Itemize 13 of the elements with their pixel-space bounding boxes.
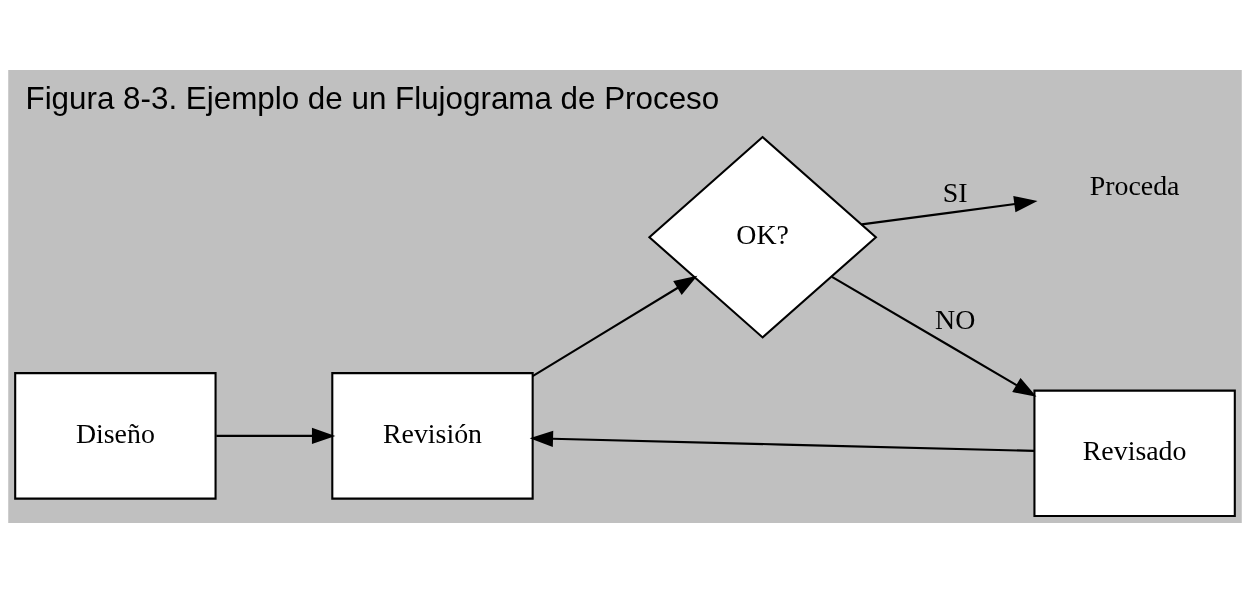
edge-label: NO (935, 303, 976, 335)
arrow (529, 430, 1035, 452)
arrow (532, 275, 698, 377)
diagram-title: Figura 8-3. Ejemplo de un Flujograma de Proceso (25, 80, 720, 116)
node-diamond: OK? (647, 135, 878, 339)
node-box: Diseño (14, 371, 217, 500)
edge-label: SI (942, 176, 968, 208)
node-box: Revisado (1033, 389, 1236, 517)
node-box: Revisión (331, 371, 534, 500)
arrow (831, 275, 1037, 397)
arrow (216, 427, 336, 444)
node-text: Proceda (1089, 169, 1180, 201)
arrow (861, 195, 1038, 225)
